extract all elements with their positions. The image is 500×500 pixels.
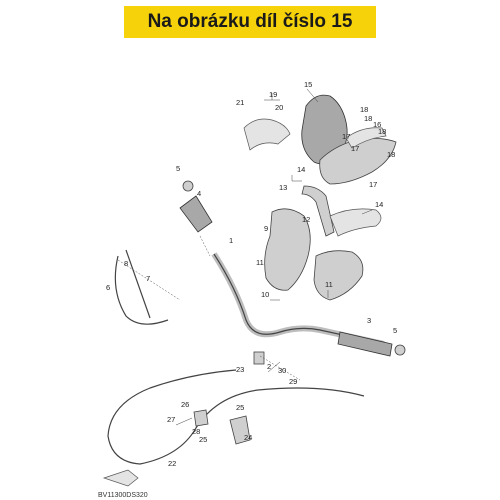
label-15: 15	[304, 80, 312, 89]
label-5b: 5	[393, 326, 397, 335]
part-5-end-bolt	[394, 344, 406, 356]
label-5: 5	[176, 164, 180, 173]
leader-line	[306, 88, 319, 103]
part-22-cable	[107, 369, 365, 465]
label-17b: 17	[351, 144, 359, 153]
label-10: 10	[261, 290, 269, 299]
label-27: 27	[167, 415, 175, 424]
label-17: 17	[342, 132, 350, 141]
part-11-lower-fairing	[313, 250, 364, 301]
leader-line	[291, 175, 302, 182]
label-8: 8	[124, 259, 128, 268]
label-3: 3	[367, 316, 371, 325]
label-12: 12	[302, 215, 310, 224]
part-1-handlebar-outline	[213, 253, 385, 345]
label-29: 29	[289, 377, 297, 386]
leader-line	[264, 93, 280, 101]
label-20: 20	[275, 103, 283, 112]
part-3-right-grip	[337, 331, 393, 357]
front-arrow-icon	[102, 469, 139, 487]
leader-line	[175, 417, 193, 426]
label-18b: 18	[364, 114, 372, 123]
part-4-grip	[179, 195, 213, 233]
part-13-stay	[301, 185, 335, 237]
part-26-clamp	[193, 409, 209, 427]
label-16: 16	[373, 120, 381, 129]
label-18d: 18	[387, 150, 395, 159]
label-7: 7	[146, 274, 150, 283]
part-14-lower-cover	[329, 208, 382, 237]
leader-line	[267, 361, 281, 373]
label-24: 24	[244, 433, 252, 442]
label-18c: 18	[378, 127, 386, 136]
leader-line	[361, 209, 373, 215]
label-11b: 11	[325, 280, 333, 289]
part-21-shield	[243, 118, 291, 151]
label-13: 13	[279, 183, 287, 192]
title-banner: Na obrázku díl číslo 15	[124, 6, 376, 38]
part-24-bracket	[229, 415, 251, 445]
page-title: Na obrázku díl číslo 15	[147, 11, 353, 32]
label-14b: 14	[375, 200, 383, 209]
label-2: 2	[267, 362, 271, 371]
label-18: 18	[360, 105, 368, 114]
part-23-switch	[253, 351, 265, 365]
label-1: 1	[229, 236, 233, 245]
label-11: 11	[256, 258, 264, 267]
guide-line	[199, 235, 211, 257]
diagram-code: BV11300DS320	[98, 492, 148, 499]
label-21: 21	[236, 98, 244, 107]
guide-line	[259, 355, 301, 381]
part-16-side-panel	[345, 127, 387, 149]
label-23: 23	[236, 365, 244, 374]
label-4: 4	[197, 189, 201, 198]
part-8-bracket	[125, 249, 151, 319]
part-5-bolt	[182, 180, 194, 192]
label-25: 25	[236, 403, 244, 412]
label-14: 14	[297, 165, 305, 174]
part-9-inner-panel	[264, 208, 311, 291]
label-26: 26	[181, 400, 189, 409]
label-22: 22	[168, 459, 176, 468]
label-9: 9	[264, 224, 268, 233]
label-25b: 25	[199, 435, 207, 444]
label-17c: 17	[369, 180, 377, 189]
label-19: 19	[269, 90, 277, 99]
label-6: 6	[106, 283, 110, 292]
guide-line	[117, 259, 181, 301]
part-15-upper-cowl	[301, 94, 348, 165]
part-7-lever-cable	[114, 255, 169, 325]
label-30: 30	[278, 366, 286, 375]
label-28: 28	[192, 427, 200, 436]
